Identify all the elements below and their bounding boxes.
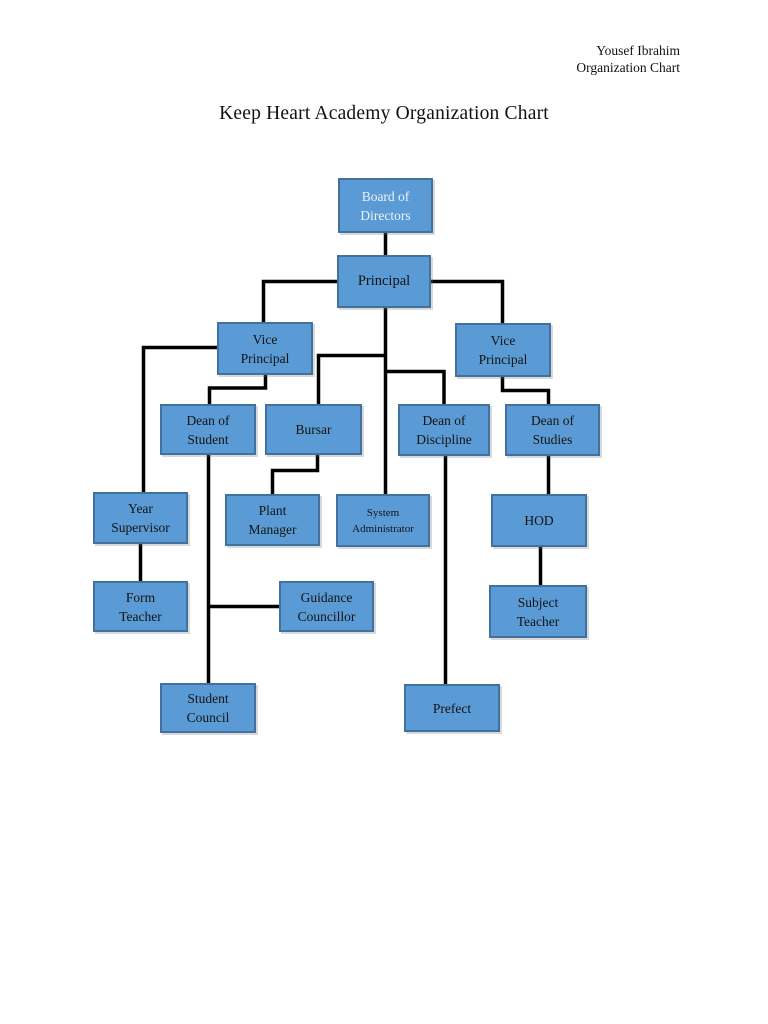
node-label-line: Vice [490, 333, 516, 348]
org-node-dean-of-discipline: Dean of Discipline [398, 404, 490, 456]
edge-vp-left-year-supervisor [141, 345, 217, 492]
node-label-line: Principal [357, 273, 411, 289]
org-node-year-supervisor: Year Supervisor [93, 492, 188, 544]
node-label-line: Discipline [416, 432, 472, 447]
node-label-line: Guidance [300, 589, 353, 605]
node-label-line: Student [187, 431, 229, 447]
org-node-dean-of-studies: Dean of Studies [505, 404, 600, 456]
node-label-line: Dean of [530, 413, 575, 428]
org-node-vice-principal-right: Vice Principal [455, 323, 551, 377]
org-node-prefect: Prefect [404, 684, 500, 732]
node-label-line: Manager [248, 522, 297, 537]
node-label-line: Principal [478, 352, 528, 367]
node-label-line: Studies [532, 432, 573, 447]
node-label-line: Form [125, 589, 156, 605]
header-author: Yousef Ibrahim [596, 43, 680, 58]
node-label-line: Year [128, 501, 153, 516]
page-title: Keep Heart Academy Organization Chart [219, 103, 549, 124]
node-label-line: Councillor [297, 608, 356, 624]
org-node-vice-principal-left: Vice Principal [217, 322, 313, 375]
node-label-line: Council [186, 710, 230, 725]
node-label-line: Bursar [295, 422, 332, 437]
org-node-principal: Principal [337, 255, 431, 308]
org-node-guidance-councillor: Guidance Councillor [279, 581, 374, 632]
node-label-line: Dean of [422, 413, 466, 428]
org-node-board-of-directors: Board of Directors [338, 178, 433, 233]
org-node-dean-of-student: Dean of Student [160, 404, 256, 455]
node-label-line: Board of [361, 188, 410, 204]
header-subtitle: Organization Chart [576, 60, 680, 75]
document-header: Yousef Ibrahim Organization Chart [576, 42, 680, 76]
org-node-form-teacher: Form Teacher [93, 581, 188, 632]
node-label-line: Vice [252, 331, 278, 347]
node-label-line: Subject [517, 594, 559, 610]
node-label-line: HOD [524, 513, 554, 528]
node-label-line: Directors [360, 207, 411, 223]
node-label-line: Prefect [432, 700, 472, 716]
node-label-line: Teacher [119, 608, 162, 624]
node-label-line: Supervisor [111, 520, 170, 535]
edge-vp-left-dean-student [207, 375, 268, 404]
edge-vp-right-dean-studies [500, 377, 551, 404]
node-label-line: Principal [240, 350, 290, 366]
edge-bursar-plant-manager [270, 455, 320, 494]
node-label-line: Administrator [352, 522, 414, 535]
org-node-plant-manager: Plant Manager [225, 494, 320, 546]
org-node-student-council: Student Council [160, 683, 256, 733]
edge-principal-dean-discipline [385, 369, 446, 404]
org-node-bursar: Bursar [265, 404, 362, 455]
node-label-line: System [366, 506, 400, 519]
edge-principal-bursar [316, 353, 386, 404]
node-label-line: Student [187, 691, 229, 706]
edge-principal-vp-left [261, 279, 337, 322]
node-label-line: Teacher [516, 613, 560, 629]
edge-principal-vp-right [431, 279, 505, 323]
org-node-hod: HOD [491, 494, 587, 547]
org-node-subject-teacher: Subject Teacher [489, 585, 587, 638]
node-label-line: Dean of [186, 412, 230, 428]
org-node-system-administrator: System Administrator [336, 494, 430, 547]
node-label-line: Plant [258, 503, 287, 518]
